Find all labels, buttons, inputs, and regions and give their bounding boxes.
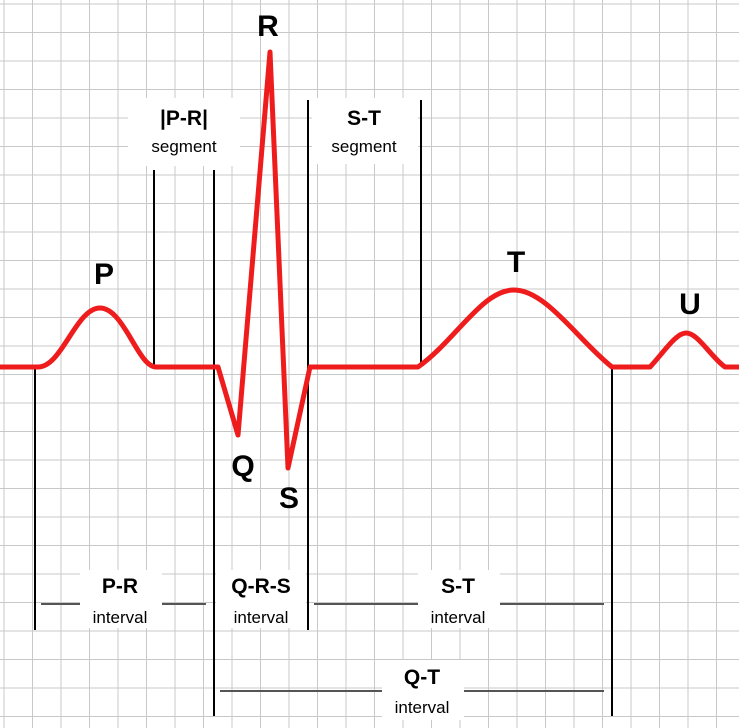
- s-wave-label: S: [279, 482, 299, 515]
- p-wave-label: P: [94, 258, 114, 291]
- pr-interval-sub: interval: [93, 608, 148, 627]
- qt-interval-label-bg: [382, 660, 464, 720]
- qt-interval-sub: interval: [395, 698, 450, 717]
- pr-interval-label-bg: [80, 570, 162, 628]
- qrs-interval-title: Q-R-S: [231, 575, 291, 598]
- pr-segment-label-bg: [128, 98, 240, 166]
- qrs-interval-sub: interval: [234, 608, 289, 627]
- pr-interval-title: P-R: [102, 575, 138, 598]
- qt-interval-title: Q-T: [404, 666, 440, 689]
- marker-lines: [34, 100, 613, 716]
- qrs-interval-label-bg: [216, 570, 306, 628]
- st-interval-sub: interval: [431, 608, 486, 627]
- st-segment-title: S-T: [347, 107, 381, 130]
- ecg-trace: [0, 49, 739, 471]
- u-wave-label: U: [679, 288, 701, 321]
- st-interval-label-bg: [418, 570, 500, 628]
- pr-segment-title: |P-R|: [160, 107, 208, 130]
- pr-segment-sub: segment: [151, 137, 216, 156]
- st-interval-title: S-T: [441, 575, 475, 598]
- st-segment-label-bg: [312, 98, 418, 164]
- t-wave-label: T: [507, 246, 525, 279]
- q-wave-label: Q: [231, 450, 254, 483]
- st-segment-sub: segment: [331, 137, 396, 156]
- r-wave-label: R: [257, 10, 279, 43]
